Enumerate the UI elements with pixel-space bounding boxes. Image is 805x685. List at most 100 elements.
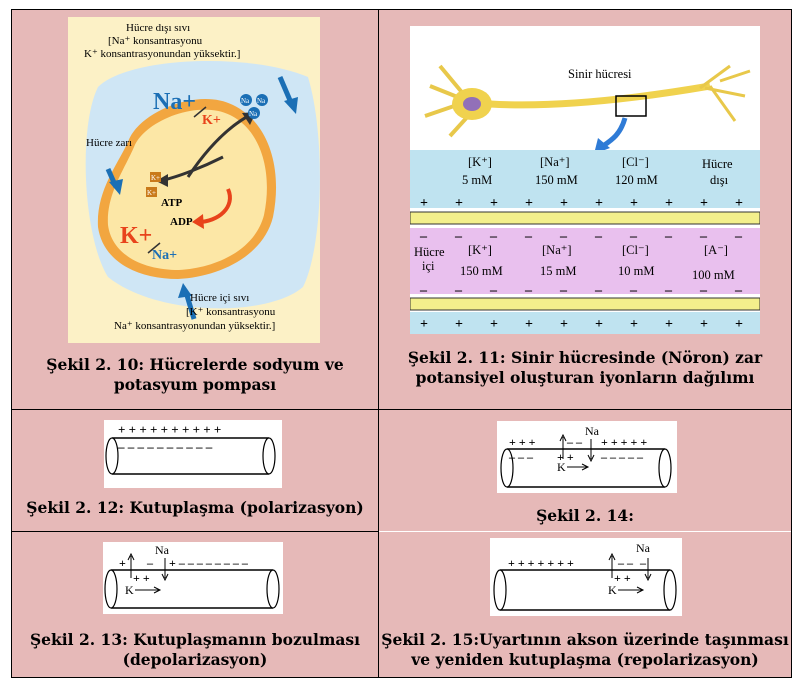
atp-label: ATP xyxy=(161,197,182,209)
fig215-top-left: + + + + + + + xyxy=(508,556,574,570)
caption-fig215: Şekil 2. 15:Uyartının akson üzerinde taş… xyxy=(379,630,791,670)
inside-ion-cl: [Cl⁻] xyxy=(622,243,649,257)
charge-sign: + xyxy=(630,317,638,332)
outside-label-1: Hücre xyxy=(702,157,733,171)
fig214-top-right: + + + + + xyxy=(601,435,647,449)
fig213-top-mid: – xyxy=(146,556,154,570)
charge-sign: + xyxy=(490,196,498,211)
charge-sign: – xyxy=(734,283,743,298)
outside-ion-na: [Na⁺] xyxy=(540,155,570,169)
figure-polarization: + + + + + + + + + + – – – – – – – – – – xyxy=(104,420,282,488)
charge-sign: + xyxy=(560,196,568,211)
caption-fig210: Şekil 2. 10: Hücrelerde sodyum ve potasy… xyxy=(12,355,378,395)
adp-label: ADP xyxy=(170,216,193,228)
fig213-top-right: + – – – – – – – – xyxy=(169,556,249,570)
neuron-label: Sinir hücresi xyxy=(568,67,632,81)
caption-fig213-line1: Şekil 2. 13: Kutuplaşmanın bozulması xyxy=(29,630,361,649)
outside-ion-cl-conc: 120 mM xyxy=(615,173,658,187)
fig213-k: K xyxy=(125,583,134,597)
fig215-na: Na xyxy=(636,541,651,555)
caption-fig211: Şekil 2. 11: Sinir hücresinde (Nöron) za… xyxy=(379,348,791,388)
k-small-label: K+ xyxy=(202,113,221,128)
inside-label-2: içi xyxy=(422,259,435,273)
figure-fig214: Na + + + – – + + + + + – – – + + – – – –… xyxy=(497,421,677,493)
fig215-top-right: – xyxy=(639,556,647,570)
caption-fig212: Şekil 2. 12: Kutuplaşma (polarizasyon) xyxy=(12,498,378,518)
caption-fig212-text: Şekil 2. 12: Kutuplaşma (polarizasyon) xyxy=(26,498,364,517)
outer-label-3: K⁺ konsantrasyonundan yüksektir.] xyxy=(84,48,240,60)
na-small-label: Na+ xyxy=(152,248,177,263)
inside-ion-na-conc: 15 mM xyxy=(540,264,576,278)
caption-fig210-line2: potasyum pompası xyxy=(113,375,277,394)
inside-ion-cl-conc: 10 mM xyxy=(618,264,654,278)
caption-fig210-line1: Şekil 2. 10: Hücrelerde sodyum ve xyxy=(46,355,344,374)
polarization-top-signs: + + + + + + + + + + xyxy=(118,422,221,437)
polarization-bottom-signs: – – – – – – – – – – xyxy=(117,439,213,454)
figure-depolarization: Na + – + – – – – – – – – + + K xyxy=(103,542,283,614)
table-border-left xyxy=(11,9,12,678)
charge-sign: + xyxy=(560,317,568,332)
charge-sign: – xyxy=(699,229,708,244)
fig214-top-mid: – – xyxy=(566,435,583,449)
fig214-na: Na xyxy=(585,424,600,438)
fig215-top-mid: – – xyxy=(617,556,634,570)
charge-sign: + xyxy=(420,196,428,211)
outer-label-1: Hücre dışı sıvı xyxy=(126,22,190,34)
k-ion-1: K+ xyxy=(151,174,160,182)
charge-sign: – xyxy=(419,283,428,298)
outside-ion-labels: [K⁺] 5 mM [Na⁺] 150 mM [Cl⁻] 120 mM Hücr… xyxy=(462,155,733,187)
caption-fig211-line1: Şekil 2. 11: Sinir hücresinde (Nöron) za… xyxy=(407,348,763,367)
inside-ion-a-conc: 100 mM xyxy=(692,268,735,282)
inside-ion-k: [K⁺] xyxy=(468,243,492,257)
charge-sign: + xyxy=(665,317,673,332)
figure-neuron-ion-distribution: Sinir hücresi [K⁺] 5 mM [Na⁺] 150 mM [Cl… xyxy=(409,26,761,334)
table-divider-vertical xyxy=(378,9,379,678)
charge-sign: – xyxy=(734,229,743,244)
fig213-na: Na xyxy=(155,543,170,557)
k-ion-2: K+ xyxy=(147,189,156,197)
charge-sign: + xyxy=(630,196,638,211)
fig213-top-left: + xyxy=(119,556,126,570)
charge-sign: – xyxy=(559,283,568,298)
inside-ion-na: [Na⁺] xyxy=(542,243,572,257)
charge-sign: + xyxy=(665,196,673,211)
caption-fig213: Şekil 2. 13: Kutuplaşmanın bozulması (de… xyxy=(12,630,378,670)
inside-ion-k-conc: 150 mM xyxy=(460,264,503,278)
table-divider-row1 xyxy=(11,409,792,410)
fig214-bottom-mid: + + xyxy=(557,450,574,464)
charge-sign: – xyxy=(489,229,498,244)
table-border-top xyxy=(11,9,792,10)
charge-sign: + xyxy=(455,317,463,332)
charge-sign: – xyxy=(489,283,498,298)
charge-sign: – xyxy=(629,229,638,244)
fig215-bottom-mid: + + xyxy=(614,571,631,585)
charge-sign: + xyxy=(700,317,708,332)
charge-sign: – xyxy=(524,229,533,244)
na-ion-3: Na xyxy=(249,110,258,118)
outside-label-2: dışı xyxy=(710,173,729,187)
outer-label-2: [Na⁺ konsantrasyonu xyxy=(108,35,203,47)
charge-sign: + xyxy=(420,317,428,332)
k-big-label: K+ xyxy=(120,223,152,249)
charge-sign: + xyxy=(700,196,708,211)
fig213-bottom-signs: + + xyxy=(133,571,150,585)
charge-sign: – xyxy=(664,229,673,244)
charge-sign: + xyxy=(595,317,603,332)
charge-sign: – xyxy=(454,283,463,298)
fig214-bottom-right: – – – – – xyxy=(600,450,644,464)
outside-ion-na-conc: 150 mM xyxy=(535,173,578,187)
charge-sign: – xyxy=(419,229,428,244)
inside-ion-a: [A⁻] xyxy=(704,243,728,257)
outside-ion-cl: [Cl⁻] xyxy=(622,155,649,169)
na-ion-1: Na xyxy=(241,97,250,105)
caption-fig215-line1: Şekil 2. 15:Uyartının akson üzerinde taş… xyxy=(381,630,789,649)
inner-label-2: [K⁺ konsantrasyonu xyxy=(186,306,276,318)
charge-sign: + xyxy=(595,196,603,211)
table-divider-left-row2 xyxy=(11,531,379,532)
charge-sign: + xyxy=(735,317,743,332)
charge-sign: – xyxy=(699,283,708,298)
charge-sign: – xyxy=(594,229,603,244)
charge-sign: + xyxy=(735,196,743,211)
inner-label-3: Na⁺ konsantrasyonundan yüksektir.] xyxy=(114,320,275,332)
figure-repolarization: Na + + + + + + + – – – + + K xyxy=(490,538,682,616)
